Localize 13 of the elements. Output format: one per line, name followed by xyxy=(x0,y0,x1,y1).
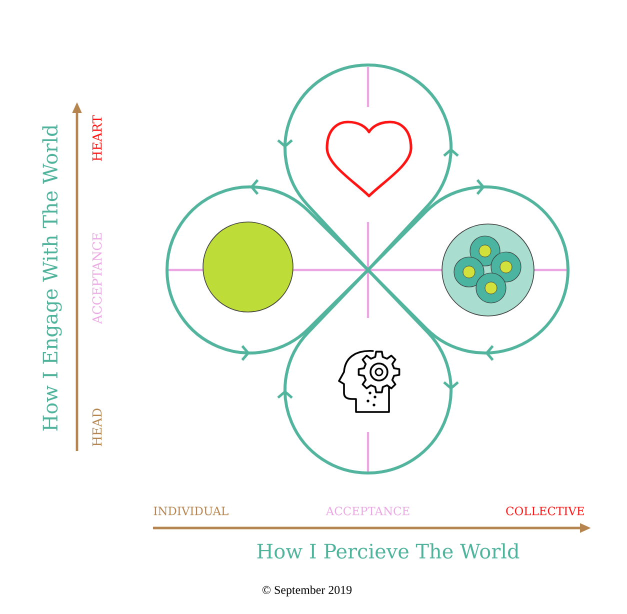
scale-label: INDIVIDUAL xyxy=(154,506,228,516)
head-gear-icon xyxy=(338,350,400,413)
scale-label: COLLECTIVE xyxy=(506,506,584,516)
filled-circle xyxy=(202,222,294,312)
scale-label: ACCEPTANCE xyxy=(92,233,102,324)
cells-icon xyxy=(442,224,534,316)
scale-label: ACCEPTANCE xyxy=(326,506,410,516)
scale-label: HEART xyxy=(92,115,102,161)
copyright-note: © September 2019 xyxy=(262,586,352,596)
axis-title: How I Percieve The World xyxy=(257,543,520,559)
scale-label: HEAD xyxy=(92,408,102,446)
heart-outline xyxy=(326,120,412,198)
axis-title: How I Engage With The World xyxy=(42,124,62,431)
